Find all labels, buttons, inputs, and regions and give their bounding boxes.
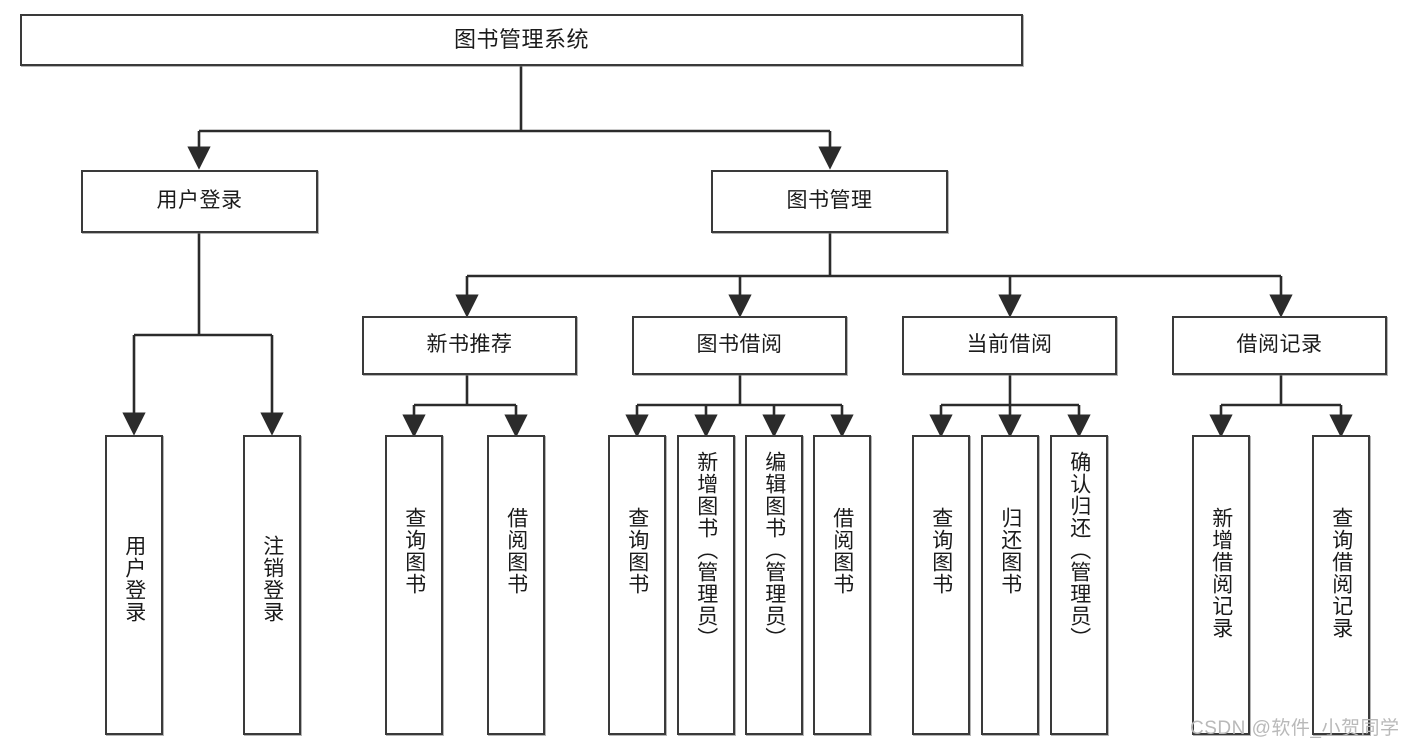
leaf-borrow-record-query[interactable]: 查询借阅记录	[1312, 435, 1370, 735]
leaf-book-borrow-edit[interactable]: 编辑图书（管理员）	[745, 435, 803, 735]
node-label: 编辑图书（管理员）	[762, 451, 786, 649]
node-current-borrow[interactable]: 当前借阅	[902, 316, 1117, 375]
node-label: 归还图书	[998, 507, 1022, 595]
leaf-user-login-signout[interactable]: 注销登录	[243, 435, 301, 735]
leaf-book-borrow-query[interactable]: 查询图书	[608, 435, 666, 735]
node-label: 查询图书	[929, 507, 953, 595]
leaf-current-borrow-confirm[interactable]: 确认归还（管理员）	[1050, 435, 1108, 735]
node-label: 新增图书（管理员）	[694, 451, 718, 649]
node-label: 查询图书	[625, 507, 649, 595]
node-label: 查询图书	[402, 507, 426, 595]
node-label: 图书管理	[786, 189, 873, 213]
node-label: 确认归还（管理员）	[1067, 451, 1091, 649]
node-label: 图书借阅	[696, 333, 783, 357]
watermark-text: CSDN @软件_小贺同学	[1190, 718, 1400, 739]
leaf-borrow-record-add[interactable]: 新增借阅记录	[1192, 435, 1250, 735]
leaf-current-borrow-return[interactable]: 归还图书	[981, 435, 1039, 735]
leaf-book-borrow-borrow[interactable]: 借阅图书	[813, 435, 871, 735]
node-label: 当前借阅	[966, 333, 1053, 357]
node-new-book-recommend[interactable]: 新书推荐	[362, 316, 577, 375]
node-label: 用户登录	[122, 535, 146, 623]
node-label: 图书管理系统	[453, 27, 589, 53]
node-label: 新增借阅记录	[1209, 507, 1233, 639]
node-book-management[interactable]: 图书管理	[711, 170, 948, 233]
node-label: 新书推荐	[426, 333, 513, 357]
node-borrow-record[interactable]: 借阅记录	[1172, 316, 1387, 375]
leaf-current-borrow-query[interactable]: 查询图书	[912, 435, 970, 735]
node-label: 注销登录	[260, 535, 284, 623]
node-book-borrow[interactable]: 图书借阅	[632, 316, 847, 375]
leaf-new-book-borrow[interactable]: 借阅图书	[487, 435, 545, 735]
node-label: 查询借阅记录	[1329, 507, 1353, 639]
node-label: 借阅图书	[504, 507, 528, 595]
leaf-user-login-signin[interactable]: 用户登录	[105, 435, 163, 735]
node-label: 借阅图书	[830, 507, 854, 595]
leaf-new-book-query[interactable]: 查询图书	[385, 435, 443, 735]
leaf-book-borrow-add[interactable]: 新增图书（管理员）	[677, 435, 735, 735]
node-label: 借阅记录	[1236, 333, 1323, 357]
node-user-login[interactable]: 用户登录	[81, 170, 318, 233]
node-root-system[interactable]: 图书管理系统	[20, 14, 1023, 66]
node-label: 用户登录	[156, 189, 243, 213]
